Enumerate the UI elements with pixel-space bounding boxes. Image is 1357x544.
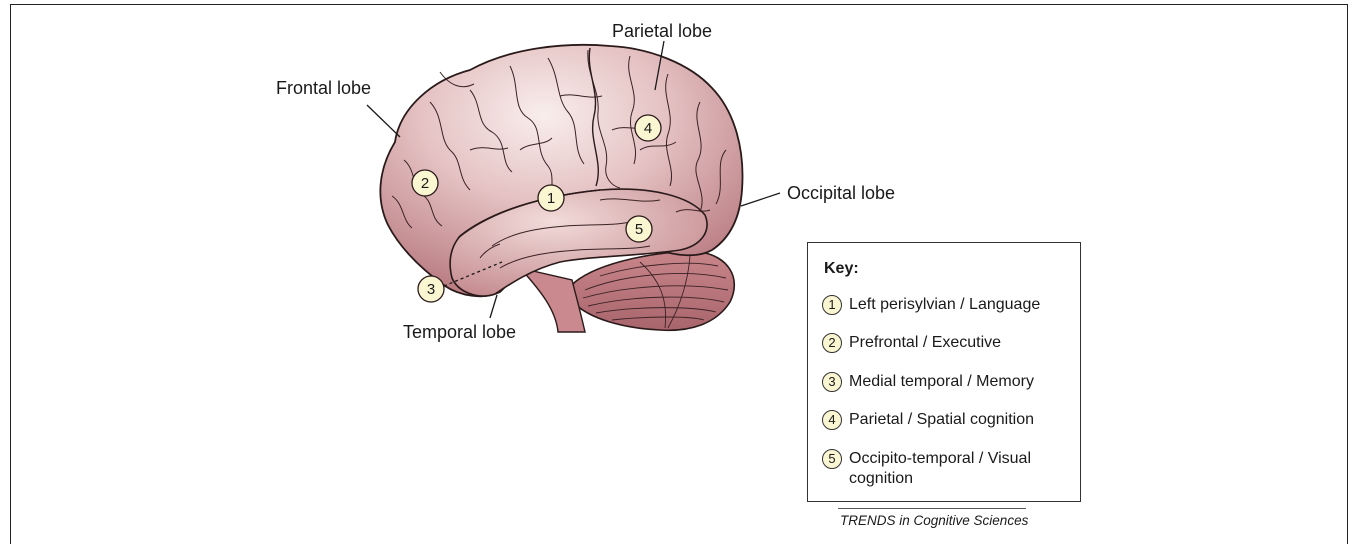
key-item-text: Occipito-temporal / Visual cognition [849, 449, 1049, 489]
key-badge: 1 [822, 295, 842, 315]
key-item-text: Medial temporal / Memory [849, 372, 1074, 392]
region-marker-1: 1 [538, 185, 564, 211]
key-box: Key: 1 Left perisylvian / Language 2 Pre… [807, 242, 1081, 502]
key-item: 4 Parietal / Spatial cognition [822, 410, 1074, 430]
source-credit: TRENDS in Cognitive Sciences [840, 513, 1028, 528]
brainstem [520, 268, 585, 332]
svg-text:4: 4 [644, 120, 652, 137]
temporal-leader [490, 295, 497, 318]
frontal-leader [367, 105, 400, 137]
key-badge: 5 [822, 449, 842, 469]
credit-rule [838, 508, 1026, 509]
parietal-lobe-label: Parietal lobe [612, 21, 712, 41]
region-marker-3: 3 [418, 276, 444, 302]
temporal-lobe-label: Temporal lobe [403, 322, 516, 342]
key-item: 3 Medial temporal / Memory [822, 372, 1074, 392]
key-item: 2 Prefrontal / Executive [822, 333, 1074, 353]
region-marker-2: 2 [412, 170, 438, 196]
region-marker-4: 4 [635, 115, 661, 141]
svg-text:1: 1 [547, 190, 555, 207]
frontal-lobe-label: Frontal lobe [276, 78, 371, 98]
key-item: 5 Occipito-temporal / Visual cognition [822, 449, 1049, 489]
svg-text:2: 2 [421, 175, 429, 192]
key-item-text: Parietal / Spatial cognition [849, 410, 1074, 430]
occipital-lobe-label: Occipital lobe [787, 183, 895, 203]
key-item-text: Left perisylvian / Language [849, 295, 1074, 315]
key-badge: 4 [822, 410, 842, 430]
key-badge: 3 [822, 372, 842, 392]
key-badge: 2 [822, 333, 842, 353]
key-item-text: Prefrontal / Executive [849, 333, 1074, 353]
cerebellum [570, 252, 735, 331]
key-title: Key: [824, 260, 859, 278]
key-item: 1 Left perisylvian / Language [822, 295, 1074, 315]
svg-text:3: 3 [427, 281, 435, 298]
svg-text:5: 5 [635, 221, 643, 238]
occipital-leader [741, 193, 780, 206]
region-marker-5: 5 [626, 216, 652, 242]
